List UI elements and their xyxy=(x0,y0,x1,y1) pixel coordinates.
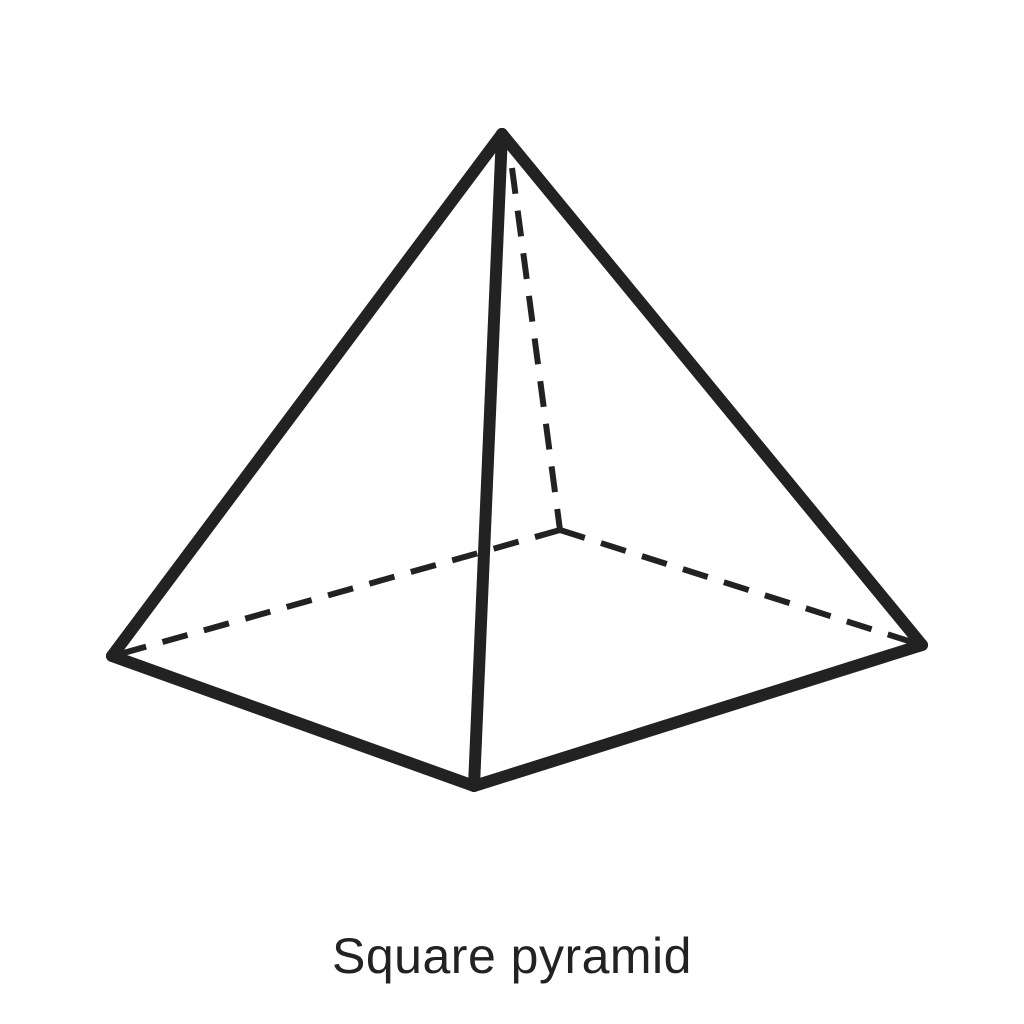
edge-apex-to-right-corner xyxy=(496,128,928,651)
edge-front-to-right-corner xyxy=(468,639,928,792)
edge-apex-to-front-corner xyxy=(468,128,508,792)
figure-caption: Square pyramid xyxy=(332,928,692,984)
hidden-edge-apex-to-back-corner xyxy=(509,167,563,531)
visible-edges xyxy=(106,128,928,792)
edge-apex-to-left-corner xyxy=(106,128,508,662)
hidden-edges xyxy=(119,167,919,657)
hidden-edge-back-to-right-corner xyxy=(559,527,919,647)
edge-left-to-front-corner xyxy=(106,650,480,792)
hidden-edge-back-to-left-corner xyxy=(119,527,561,657)
